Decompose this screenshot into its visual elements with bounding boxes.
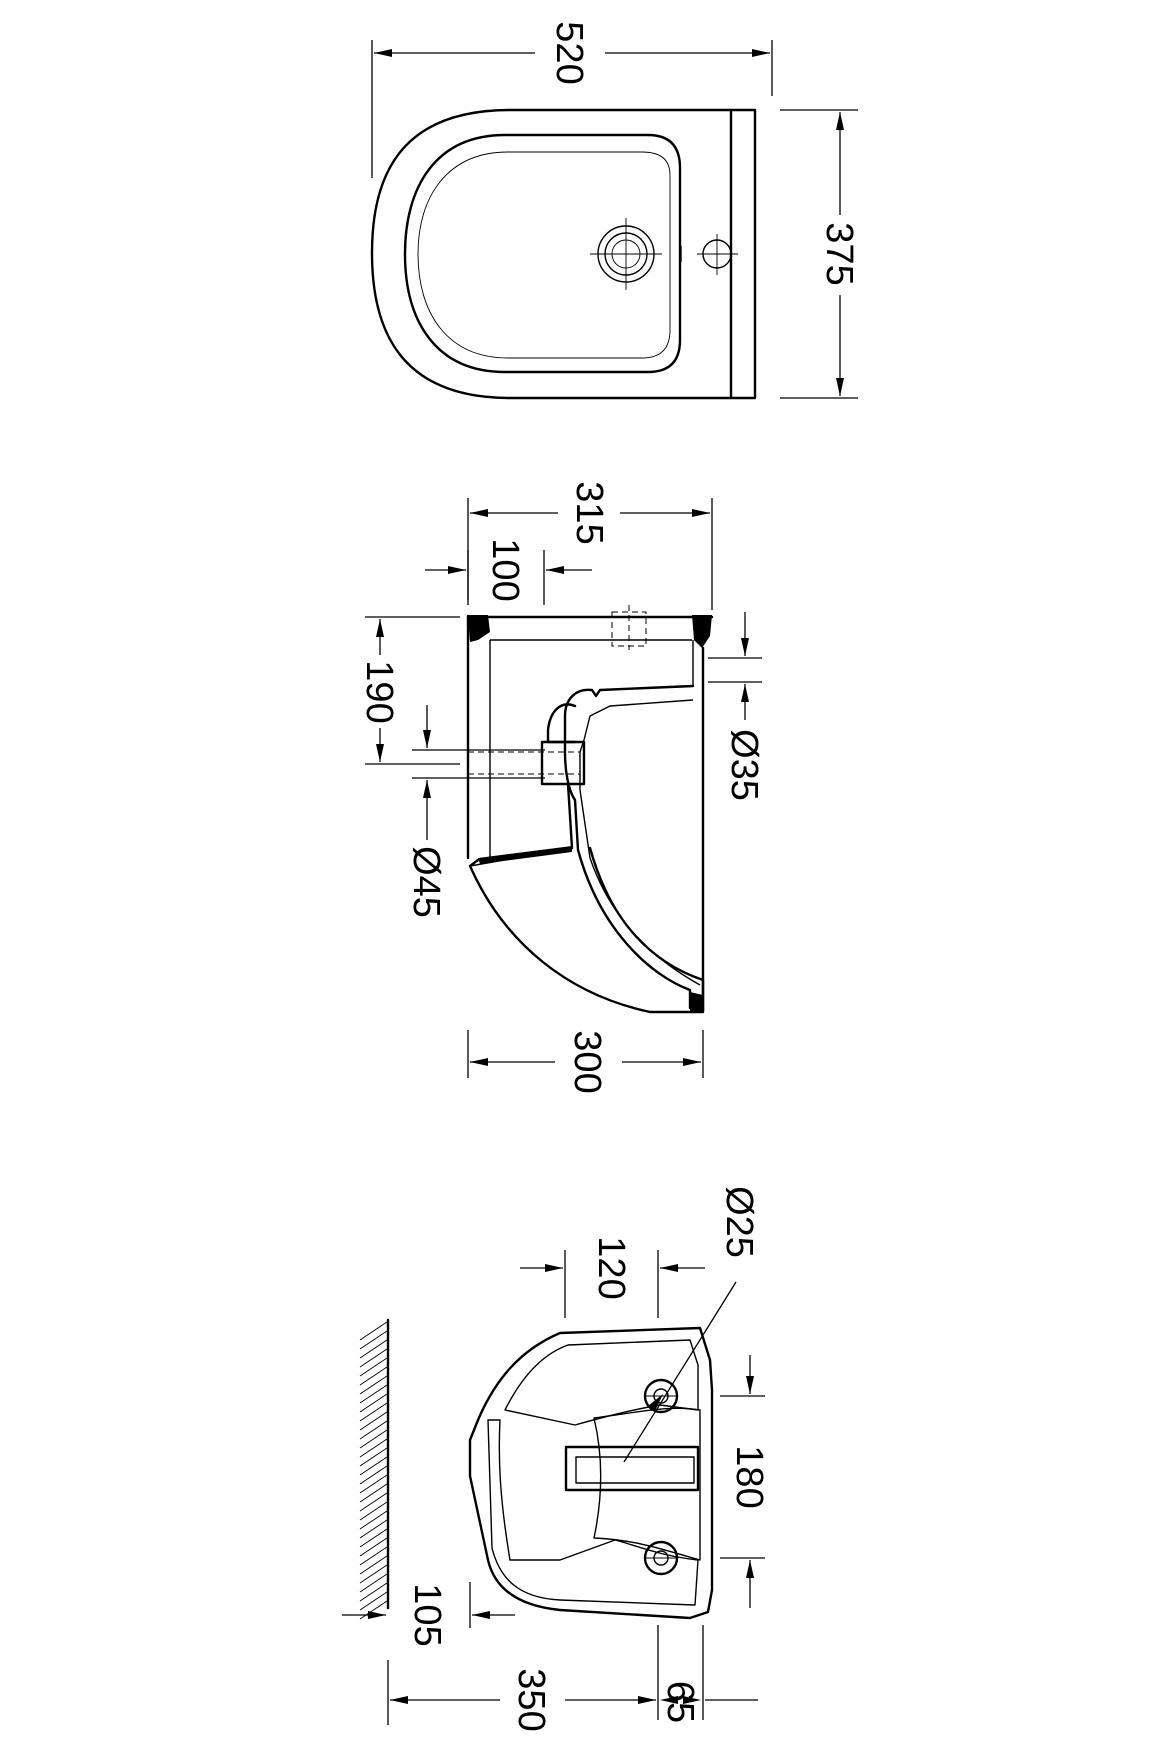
hatch-line	[359, 1510, 388, 1530]
hatch-line	[359, 1339, 388, 1359]
hatch-line	[359, 1447, 388, 1467]
wall-hatching	[359, 1318, 390, 1620]
hatch-line	[359, 1582, 388, 1602]
dim-height-190: 190	[358, 616, 460, 765]
hatch-line	[359, 1420, 388, 1440]
side-view: 315 100 190	[358, 481, 765, 1093]
hatch-line	[359, 1492, 388, 1512]
back-view: Ø25 120 180 105	[342, 1186, 770, 1732]
hatch-line	[359, 1600, 388, 1620]
dim-width-520: 520	[371, 21, 773, 178]
depth-label: 375	[818, 222, 860, 285]
hatch-line	[359, 1393, 388, 1413]
hatch-line	[359, 1564, 388, 1584]
dim-outlet-diameter: Ø45	[405, 705, 545, 918]
hatch-line	[359, 1537, 388, 1557]
hatch-line	[359, 1465, 388, 1485]
overall-depth-label: 315	[568, 481, 610, 544]
hatch-line	[359, 1519, 388, 1539]
dim-rim-offset-65: 65	[657, 1625, 758, 1723]
fixing-width-label: 350	[510, 1668, 552, 1731]
dim-tap-spacing-120: 120	[520, 1236, 705, 1318]
hatch-line	[359, 1321, 388, 1341]
top-view-outline	[370, 108, 757, 400]
fixing-spacing-label: 180	[728, 1445, 770, 1508]
supply-diameter-label: Ø35	[723, 729, 765, 801]
hatch-line	[359, 1474, 388, 1494]
rim-offset-label: 65	[659, 1681, 701, 1723]
hatch-line	[359, 1384, 388, 1404]
top-view-inner-bowl	[417, 151, 671, 359]
dim-base-300: 300	[467, 1030, 704, 1094]
hatch-line	[359, 1402, 388, 1422]
hatch-line	[359, 1483, 388, 1503]
width-label: 520	[548, 21, 590, 84]
back-view-outline	[468, 1326, 714, 1620]
hatch-line	[359, 1591, 388, 1611]
hatch-line	[359, 1501, 388, 1521]
side-view-rim-left	[468, 615, 490, 642]
top-view-bowl-rim	[403, 133, 682, 374]
tap-plate	[564, 1445, 700, 1492]
fixing-hole-lower-icon	[643, 1540, 679, 1576]
supply-fitting	[611, 605, 647, 650]
outlet-pipe	[468, 740, 586, 786]
fixing-diameter-label: Ø25	[718, 1186, 760, 1258]
hatch-line	[359, 1330, 388, 1350]
hatch-line	[359, 1573, 388, 1593]
hatch-line	[359, 1411, 388, 1431]
outlet-diameter-label: Ø45	[405, 846, 447, 918]
hatch-line	[359, 1555, 388, 1575]
hatch-line	[359, 1366, 388, 1386]
overflow-hole-icon	[680, 234, 738, 275]
side-view-bowl	[563, 684, 695, 1010]
hatch-line	[359, 1429, 388, 1449]
dim-fixing-spacing-180: 180	[720, 1355, 770, 1608]
inlet-offset-label: 100	[484, 538, 526, 601]
base-depth-label: 300	[566, 1030, 608, 1093]
fixing-hole-upper-icon	[643, 1378, 679, 1414]
dim-supply-diameter: Ø35	[708, 612, 765, 801]
side-view-pedestal	[468, 782, 705, 1014]
dim-inlet-100: 100	[425, 538, 592, 605]
hatch-line	[359, 1357, 388, 1377]
outlet-height-label: 190	[358, 660, 400, 723]
dim-depth-375: 375	[780, 109, 860, 399]
top-view: 520 375	[370, 21, 860, 400]
hatch-line	[359, 1528, 388, 1548]
dim-wall-offset-105: 105	[342, 1582, 515, 1647]
tap-hole-icon	[590, 218, 662, 290]
hatch-line	[359, 1375, 388, 1395]
dim-fixing-diameter: Ø25	[623, 1186, 760, 1463]
hatch-line	[359, 1546, 388, 1566]
hatch-line	[359, 1348, 388, 1368]
hatch-line	[359, 1438, 388, 1458]
tap-spacing-label: 120	[590, 1236, 632, 1299]
hatch-line	[359, 1456, 388, 1476]
dim-width-350: 350	[387, 1660, 656, 1732]
dim-depth-315: 315	[467, 481, 713, 610]
wall-offset-label: 105	[406, 1583, 448, 1646]
